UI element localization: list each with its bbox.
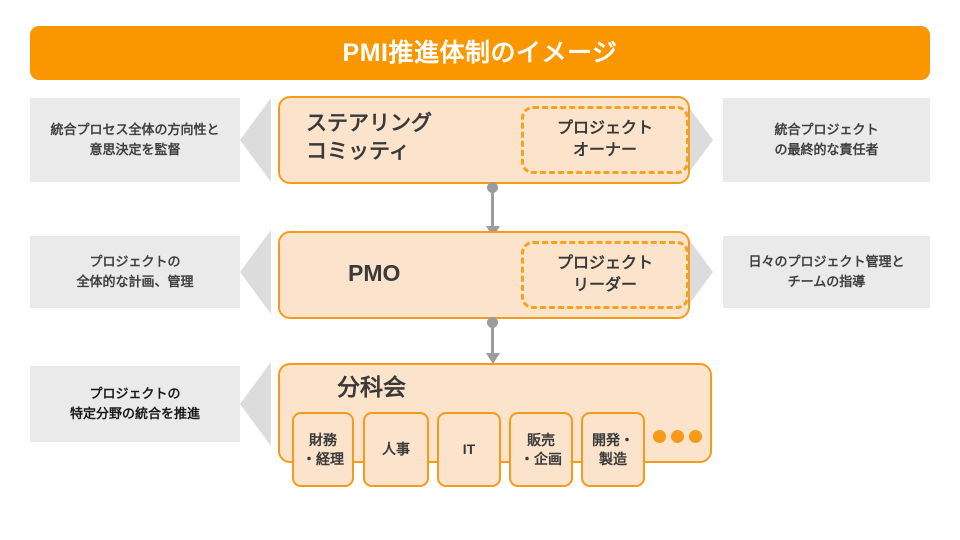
role-project-leader-line2: リーダー (572, 277, 637, 294)
role-project-owner-line1: プロジェクト (556, 119, 653, 137)
title-banner: PMI推進体制のイメージ (30, 26, 930, 80)
callout-left-row2-line2: 全体的な計画、管理 (76, 274, 194, 289)
dot-2-icon (671, 430, 684, 443)
chip-subcommittee-2[interactable]: IT (437, 412, 501, 487)
callout-left-row1-line1: 統合プロセス全体の方向性と (50, 121, 220, 137)
chip-subcommittee-1[interactable]: 人事 (363, 412, 429, 487)
chip-subcommittee-0-line2: ・経理 (302, 450, 344, 467)
node-steering-committee-label: ステアリング コミッティ (306, 110, 516, 167)
chip-subcommittee-4-line1: 開発・ (592, 432, 634, 449)
callout-right-row2-line1: 日々のプロジェクト管理と (748, 253, 905, 269)
dot-3-icon (689, 430, 702, 443)
dot-1-icon (653, 430, 666, 443)
role-project-leader-line1: プロジェクト (556, 254, 653, 272)
chip-subcommittee-3[interactable]: 販売 ・企画 (509, 412, 573, 487)
chip-subcommittee-4[interactable]: 開発・ 製造 (581, 412, 645, 487)
node-subcommittee-group-label-line1: 分科会 (337, 374, 406, 400)
node-steering-committee[interactable] (278, 96, 690, 184)
node-steering-committee-label-line2: コミッティ (306, 140, 410, 164)
role-project-owner[interactable]: プロジェクト オーナー (521, 106, 689, 174)
callout-right-row2-line2: チームの指導 (787, 274, 866, 289)
chevron-left-row1-icon (240, 98, 271, 182)
callout-left-row2-line1: プロジェクトの (89, 253, 181, 269)
callout-left-row3-line2: 特定分野の統合を推進 (69, 406, 200, 421)
connector-1-line (491, 186, 494, 228)
more-subcommittees-indicator (653, 430, 702, 443)
node-pmo[interactable] (278, 231, 690, 319)
callout-right-row1-line2: の最終的な責任者 (774, 142, 879, 157)
callout-right-row2: 日々のプロジェクト管理と チームの指導 (723, 236, 930, 308)
page-title: PMI推進体制のイメージ (342, 38, 618, 67)
chip-subcommittee-3-line1: 販売 (527, 432, 555, 449)
callout-left-row3-line1: プロジェクトの (89, 385, 181, 401)
chip-subcommittee-0[interactable]: 財務 ・経理 (292, 412, 354, 487)
chip-subcommittee-2-line1: IT (462, 441, 476, 458)
node-pmo-label: PMO (348, 258, 528, 289)
node-steering-committee-label-line1: ステアリング (306, 112, 432, 135)
chevron-left-row2-icon (240, 230, 271, 314)
callout-right-row1: 統合プロジェクト の最終的な責任者 (723, 98, 930, 182)
chevron-left-row3-icon (240, 362, 271, 446)
chip-subcommittee-1-line1: 人事 (382, 441, 410, 458)
callout-left-row1-line2: 意思決定を監督 (89, 142, 181, 157)
callout-right-row1-line1: 統合プロジェクト (774, 121, 879, 137)
callout-left-row3: プロジェクトの 特定分野の統合を推進 (30, 366, 240, 442)
chip-subcommittee-3-line2: ・企画 (520, 450, 562, 467)
role-project-owner-line2: オーナー (572, 142, 637, 159)
callout-left-row1: 統合プロセス全体の方向性と 意思決定を監督 (30, 98, 240, 182)
callout-left-row2: プロジェクトの 全体的な計画、管理 (30, 236, 240, 308)
connector-2-line (491, 321, 494, 355)
role-project-leader[interactable]: プロジェクト リーダー (521, 241, 689, 309)
node-subcommittee-group-label: 分科会 (337, 372, 537, 403)
chip-subcommittee-4-line2: 製造 (599, 450, 627, 467)
connector-2-arrow-icon (485, 353, 500, 364)
node-pmo-label-line1: PMO (348, 260, 401, 286)
chip-subcommittee-0-line1: 財務 (309, 432, 337, 449)
